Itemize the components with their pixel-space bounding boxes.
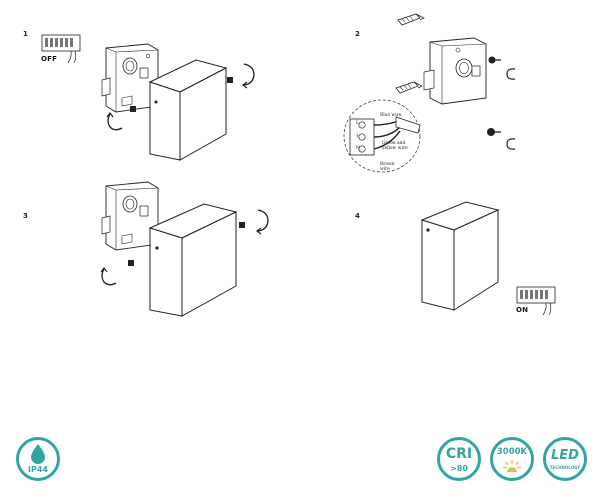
screw-icon <box>239 222 245 228</box>
screw-icon <box>488 56 501 64</box>
wall-plug-icon <box>395 81 423 94</box>
rotate-arrow-icon <box>256 209 269 235</box>
terminal-earth-label: ⏚ <box>355 134 360 139</box>
sun-rays-icon <box>502 460 522 472</box>
switch-state-off: OFF <box>41 55 58 63</box>
screw-icon <box>128 260 134 266</box>
lamp-housing <box>420 201 500 311</box>
water-drop-icon <box>31 444 45 464</box>
led-title: LED <box>551 448 579 463</box>
rotate-arrow-icon <box>106 112 123 131</box>
step-number-2: 2 <box>355 30 360 38</box>
step-number-1: 1 <box>23 30 28 38</box>
green-yellow-wire-label-1: Green and <box>382 141 406 146</box>
screw-icon <box>487 128 501 136</box>
ip-rating-text: IP44 <box>28 465 48 474</box>
terminal-l-label: L <box>356 121 359 126</box>
brown-wire-label-2: wire <box>380 167 390 172</box>
wall-switch-on-icon <box>516 286 556 316</box>
cri-badge: CRI >80 <box>437 437 481 481</box>
mounting-plate <box>101 43 159 113</box>
led-subtitle: TECHNOLOGY <box>549 465 581 470</box>
step-number-4: 4 <box>355 212 360 220</box>
terminal-n-label: N <box>356 146 360 151</box>
color-temperature-badge: 3000K <box>490 437 534 481</box>
step-number-3: 3 <box>23 212 28 220</box>
brown-wire-label-1: Brown <box>380 162 395 167</box>
lamp-housing <box>148 59 228 161</box>
blue-wire-label: Blue wire <box>380 113 402 118</box>
wall-switch-off-icon <box>41 34 81 64</box>
rotate-arrow-icon <box>100 267 117 286</box>
color-temperature-value: 3000K <box>496 447 528 457</box>
rotate-arrow-icon <box>506 138 516 150</box>
cri-value: >80 <box>450 464 468 473</box>
led-technology-badge: LED TECHNOLOGY <box>543 437 587 481</box>
rotate-arrow-icon <box>242 63 255 89</box>
screw-icon <box>227 77 233 83</box>
green-yellow-wire-label-2: yellow wire <box>382 146 408 151</box>
wall-plug-icon <box>397 13 425 26</box>
switch-state-on: ON <box>516 306 529 314</box>
lamp-housing <box>148 203 238 317</box>
screw-icon <box>130 106 136 112</box>
wiring-detail-circle <box>343 99 421 173</box>
cri-title: CRI <box>445 446 473 462</box>
mounting-plate <box>423 37 487 105</box>
rotate-arrow-icon <box>506 68 516 80</box>
ip44-badge: IP44 <box>16 437 60 481</box>
